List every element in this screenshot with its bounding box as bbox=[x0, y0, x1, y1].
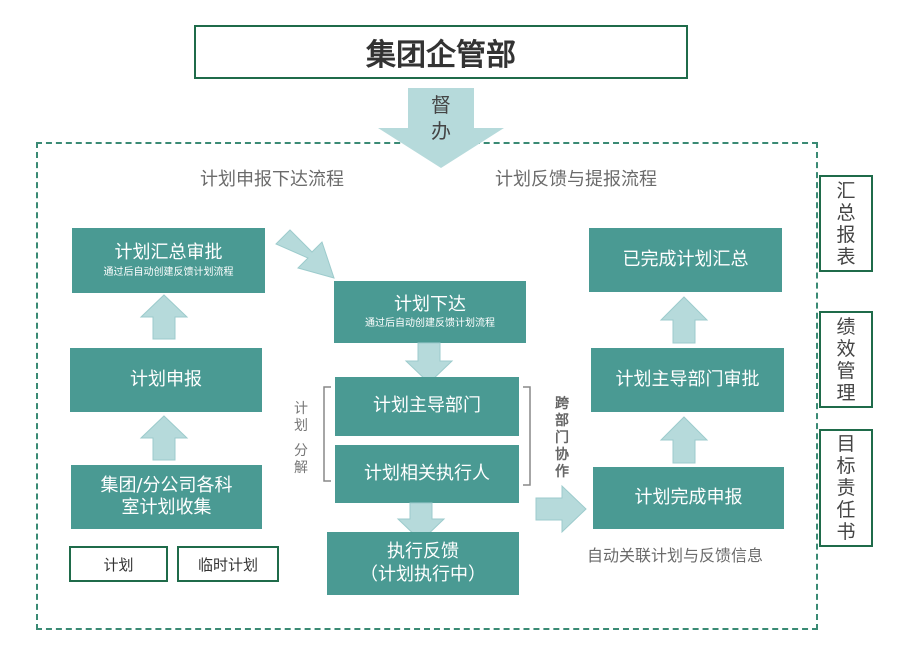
up-arrow-declare-to-approve bbox=[139, 294, 189, 340]
exec-feedback-box[interactable]: 执行反馈 （计划执行中） bbox=[327, 532, 519, 595]
plan-issue-box[interactable]: 计划下达 通过后自动创建反馈计划流程 bbox=[334, 281, 526, 343]
lead-dept-label: 计划主导部门 bbox=[373, 395, 481, 417]
plan-declare-box[interactable]: 计划申报 bbox=[70, 348, 262, 412]
side-tab-performance[interactable]: 绩 效 管 理 bbox=[819, 311, 873, 408]
plan-collect-line2: 室计划收集 bbox=[121, 497, 212, 518]
plan-collect-line1: 集团/分公司各科 bbox=[100, 474, 233, 496]
executor-label: 计划相关执行人 bbox=[364, 462, 490, 484]
plan-summary-approve-sub: 通过后自动创建反馈计划流程 bbox=[103, 266, 234, 278]
side-tab-target-responsibility[interactable]: 目 标 责 任 书 bbox=[819, 429, 873, 547]
lead-dept-approve-box[interactable]: 计划主导部门审批 bbox=[591, 348, 784, 412]
down-arrow-executor-to-feedback bbox=[396, 502, 446, 542]
plan-declare-label: 计划申报 bbox=[130, 368, 202, 390]
plan-legend-button[interactable]: 计划 bbox=[69, 546, 168, 582]
supervise-down-arrow bbox=[378, 88, 504, 168]
up-arrow-approve-to-summary bbox=[659, 296, 709, 344]
exec-feedback-line1: 执行反馈 bbox=[387, 541, 459, 562]
plan-issue-title: 计划下达 bbox=[394, 293, 466, 315]
complete-declare-box[interactable]: 计划完成申报 bbox=[593, 467, 784, 529]
right-arrow-to-complete-declare bbox=[535, 484, 587, 534]
exec-feedback-line2: （计划执行中） bbox=[360, 563, 486, 585]
plan-issue-sub: 通过后自动创建反馈计划流程 bbox=[365, 318, 495, 330]
plan-summary-approve-title: 计划汇总审批 bbox=[114, 242, 223, 264]
lead-dept-approve-label: 计划主导部门审批 bbox=[615, 368, 760, 390]
left-section-title: 计划申报下达流程 bbox=[200, 169, 344, 190]
up-arrow-collect-to-declare bbox=[139, 415, 189, 461]
plan-collect-box[interactable]: 集团/分公司各科 室计划收集 bbox=[71, 465, 262, 529]
side-tab-summary-report[interactable]: 汇 总 报 表 bbox=[819, 175, 873, 272]
right-section-title: 计划反馈与提报流程 bbox=[495, 169, 657, 190]
plan-summary-approve-box[interactable]: 计划汇总审批 通过后自动创建反馈计划流程 bbox=[72, 228, 265, 293]
header-title: 集团企管部 bbox=[366, 38, 516, 73]
complete-declare-label: 计划完成申报 bbox=[634, 486, 743, 508]
completed-summary-label: 已完成计划汇总 bbox=[622, 248, 749, 270]
supervise-label: 督办 bbox=[431, 93, 451, 143]
up-arrow-declare-to-approve-right bbox=[659, 416, 709, 464]
lead-dept-box[interactable]: 计划主导部门 bbox=[335, 377, 519, 436]
auto-link-note: 自动关联计划与反馈信息 bbox=[587, 546, 764, 565]
down-arrow-issue-to-lead bbox=[404, 342, 454, 384]
executor-box[interactable]: 计划相关执行人 bbox=[335, 445, 519, 503]
decompose-bracket bbox=[323, 386, 331, 482]
completed-summary-box[interactable]: 已完成计划汇总 bbox=[589, 228, 782, 292]
header-title-box: 集团企管部 bbox=[194, 25, 688, 79]
cross-dept-label: 跨 部 门 协 作 bbox=[555, 396, 569, 480]
temp-plan-legend-button[interactable]: 临时计划 bbox=[177, 546, 279, 582]
decompose-label: 计 划 分 解 bbox=[294, 401, 308, 476]
diagonal-arrow-approve-to-issue bbox=[275, 229, 335, 279]
cross-dept-bracket bbox=[523, 386, 531, 486]
